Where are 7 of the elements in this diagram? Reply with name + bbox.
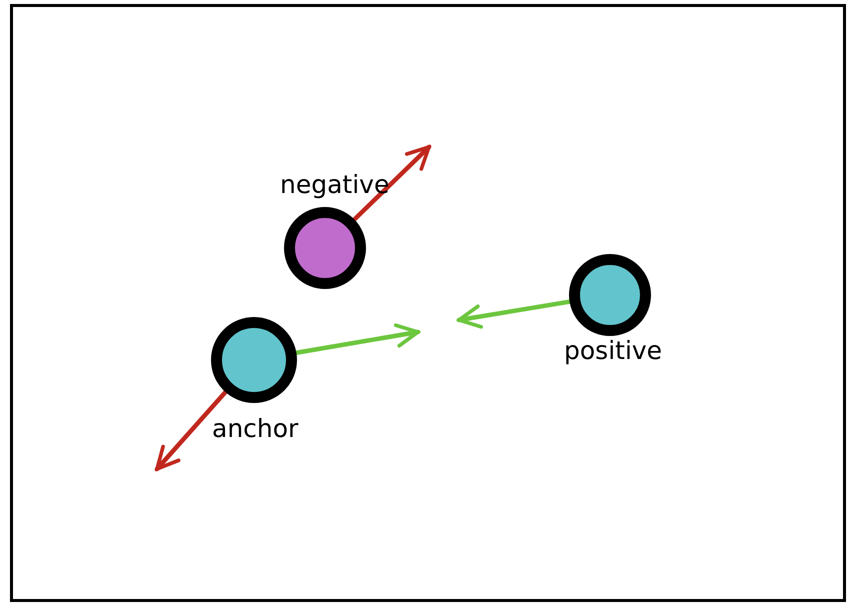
- node-label: anchor: [212, 414, 298, 443]
- arrow: [294, 323, 420, 356]
- node-label: positive: [564, 336, 662, 365]
- node-label: negative: [280, 170, 390, 199]
- arrow: [154, 390, 228, 472]
- arrow: [352, 144, 432, 222]
- arrow: [456, 299, 572, 329]
